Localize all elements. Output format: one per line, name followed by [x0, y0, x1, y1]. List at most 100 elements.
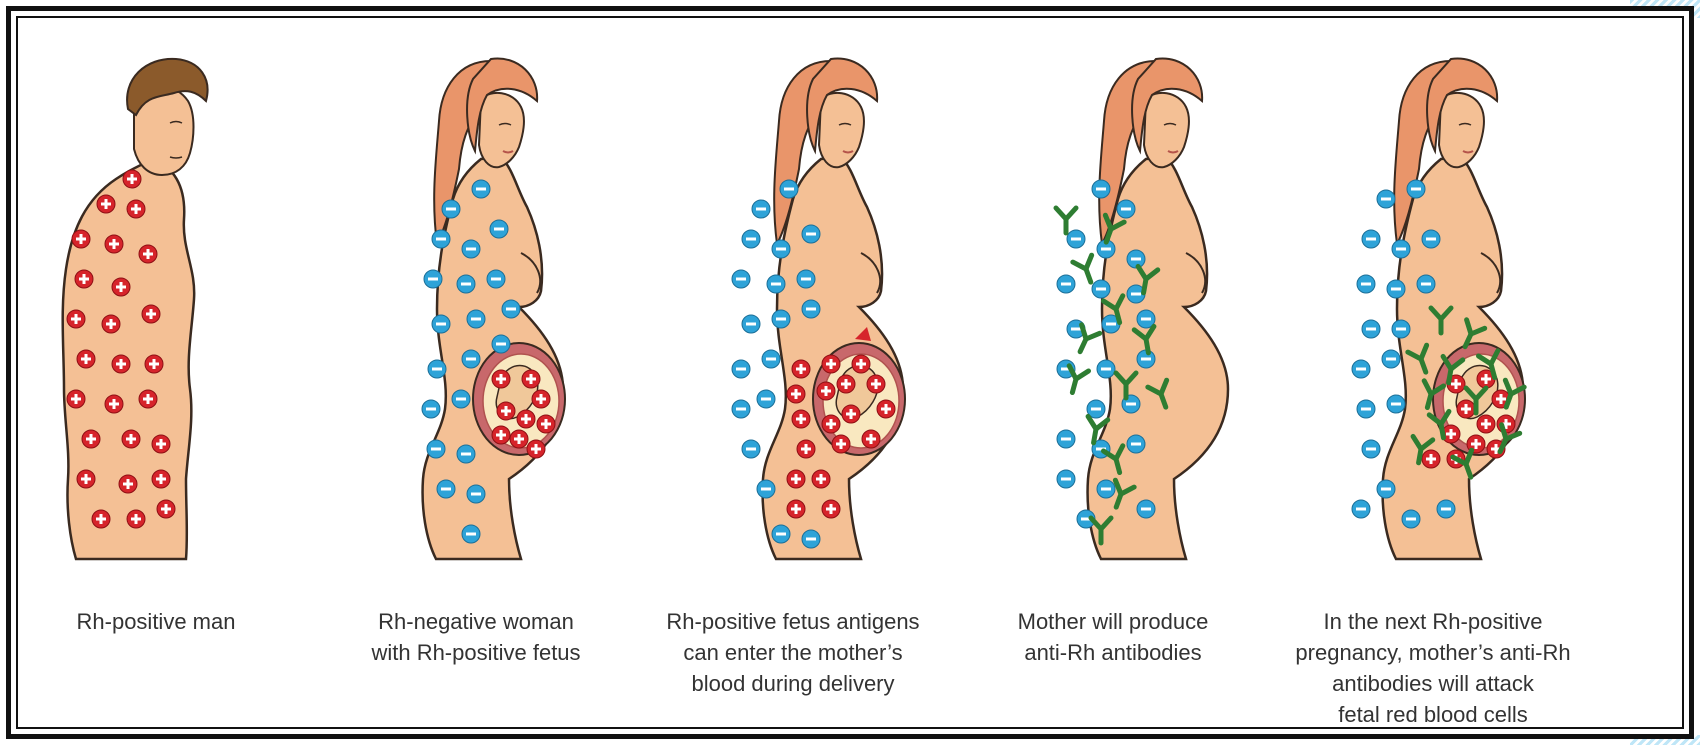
chest-outline: [521, 253, 540, 293]
circle-minus-icon: [802, 225, 820, 243]
lips: [1168, 151, 1178, 153]
amniotic-sac: [1443, 354, 1519, 448]
circle-plus-icon: [787, 500, 805, 518]
circle-minus-icon: [1392, 240, 1410, 258]
y-shape-icon: [1431, 308, 1451, 333]
y-shape-icon: [1071, 325, 1100, 356]
caption-line: Rh-positive fetus antigens: [633, 606, 953, 637]
circle-minus-icon: [467, 485, 485, 503]
circle-minus-icon: [432, 230, 450, 248]
next-pregnancy-woman-figure: [1301, 39, 1601, 579]
mouth: [170, 157, 182, 158]
circle-plus-icon: [1467, 435, 1485, 453]
y-shape-icon: [1466, 388, 1486, 413]
circle-plus-icon: [1457, 400, 1475, 418]
circle-minus-icon: [1097, 480, 1115, 498]
circle-minus-icon: [742, 230, 760, 248]
caption-antibodies: Mother will produce anti-Rh antibodies: [953, 606, 1273, 668]
y-shape-icon: [1418, 381, 1444, 410]
diagram-frame: Rh-positive man Rh-negative woman with R…: [6, 6, 1694, 739]
circle-minus-icon: [1122, 395, 1140, 413]
circle-minus-icon: [502, 300, 520, 318]
figure-svg: [681, 39, 981, 579]
circle-plus-icon: [119, 475, 137, 493]
circle-minus-icon: [1057, 275, 1075, 293]
y-shape-icon: [1497, 380, 1524, 410]
caption-line: anti-Rh antibodies: [953, 637, 1273, 668]
circle-plus-icon: [152, 470, 170, 488]
circle-minus-icon: [1092, 280, 1110, 298]
circle-minus-icon: [1362, 230, 1380, 248]
circle-minus-icon: [1057, 430, 1075, 448]
circle-minus-icon: [772, 240, 790, 258]
circle-minus-icon: [427, 440, 445, 458]
circle-minus-icon: [1352, 500, 1370, 518]
circle-minus-icon: [1352, 360, 1370, 378]
caption-line: In the next Rh-positive: [1273, 606, 1593, 637]
circle-plus-icon: [127, 510, 145, 528]
circle-minus-icon: [490, 220, 508, 238]
circle-minus-icon: [1437, 500, 1455, 518]
y-shape-icon: [1063, 366, 1089, 395]
circle-minus-icon: [752, 200, 770, 218]
circle-plus-icon: [72, 230, 90, 248]
circle-minus-icon: [732, 400, 750, 418]
circle-plus-icon: [527, 440, 545, 458]
circle-plus-icon: [517, 410, 535, 428]
circle-minus-icon: [772, 310, 790, 328]
circle-minus-icon: [797, 270, 815, 288]
female-hair-front: [1132, 59, 1202, 151]
female-hair-back: [774, 61, 831, 244]
circle-minus-icon: [1387, 395, 1405, 413]
amniotic-sac: [483, 354, 559, 448]
fetus: [1456, 366, 1498, 419]
y-shape-icon: [1091, 518, 1111, 543]
circle-plus-icon: [787, 470, 805, 488]
circle-minus-icon: [757, 390, 775, 408]
female-body: [763, 157, 903, 559]
circle-minus-icon: [1357, 275, 1375, 293]
chest-outline: [861, 253, 880, 293]
circle-plus-icon: [139, 390, 157, 408]
circle-plus-icon: [1497, 415, 1515, 433]
y-shape-icon: [1056, 208, 1076, 233]
eye: [1459, 124, 1471, 126]
y-shape-icon: [1429, 411, 1453, 439]
female-body: [423, 157, 563, 559]
y-shape-icon: [1409, 436, 1433, 464]
caption-line: can enter the mother’s: [633, 637, 953, 668]
caption-line: blood during delivery: [633, 668, 953, 699]
circle-minus-icon: [1127, 285, 1145, 303]
circle-plus-icon: [1492, 390, 1510, 408]
antibody-woman-figure: [1006, 39, 1306, 579]
circle-plus-icon: [877, 400, 895, 418]
y-shape-icon: [1439, 356, 1463, 384]
circle-minus-icon: [1067, 320, 1085, 338]
caption-man: Rh-positive man: [0, 606, 316, 637]
uterus: [813, 343, 905, 455]
y-shape-icon: [1478, 351, 1504, 380]
rh-positive-man-figure: [36, 39, 336, 579]
circle-plus-icon: [532, 390, 550, 408]
male-face: [134, 84, 194, 175]
circle-minus-icon: [1077, 510, 1095, 528]
circle-minus-icon: [1067, 230, 1085, 248]
circle-minus-icon: [1092, 440, 1110, 458]
circle-minus-icon: [467, 310, 485, 328]
circle-minus-icon: [452, 390, 470, 408]
caption-line: with Rh-positive fetus: [316, 637, 636, 668]
eye: [499, 124, 511, 126]
circle-plus-icon: [142, 305, 160, 323]
lips: [843, 151, 853, 153]
circle-plus-icon: [822, 500, 840, 518]
circle-plus-icon: [1447, 375, 1465, 393]
circle-minus-icon: [432, 315, 450, 333]
y-shape-icon: [1453, 450, 1480, 480]
circle-minus-icon: [1387, 280, 1405, 298]
male-body: [63, 159, 195, 559]
circle-plus-icon: [822, 415, 840, 433]
circle-plus-icon: [787, 385, 805, 403]
eye: [1164, 124, 1176, 126]
caption-line: pregnancy, mother’s anti-Rh: [1273, 637, 1593, 668]
circle-minus-icon: [1087, 400, 1105, 418]
